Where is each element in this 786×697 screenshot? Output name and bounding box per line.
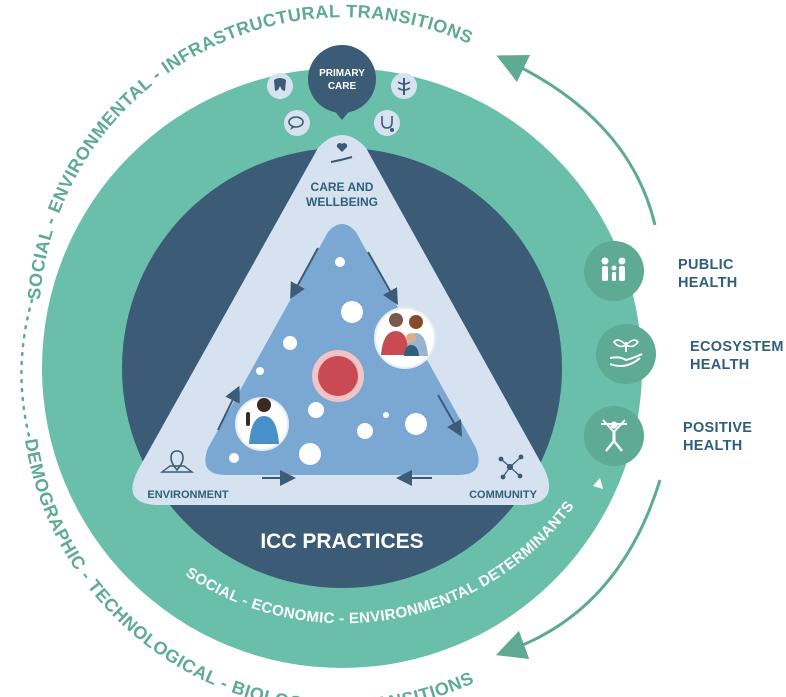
person-illustration xyxy=(235,397,289,451)
inner-arc-triangle xyxy=(593,478,603,489)
dotted-connector xyxy=(20,298,34,442)
chat-icon xyxy=(284,110,310,136)
arrow-bottom-right xyxy=(495,479,662,659)
care-wellbeing-line2: WELLBEING xyxy=(306,195,378,209)
icc-practices-title: ICC PRACTICES xyxy=(260,530,423,553)
primary-care-bubble: PRIMARY CARE xyxy=(308,45,376,120)
care-wellbeing-line1: CARE AND xyxy=(311,180,374,194)
primary-care-line2: CARE xyxy=(328,81,357,92)
environment-label: ENVIRONMENT xyxy=(147,489,229,501)
positive-health-line2: HEALTH xyxy=(683,438,743,454)
plant-hand-icon xyxy=(596,324,656,384)
vitruvian-icon xyxy=(584,406,644,466)
family-illustration xyxy=(374,307,436,369)
positive-health-label: POSITIVE HEALTH xyxy=(683,419,752,455)
edge-arrow-top-left xyxy=(290,247,319,300)
network-icon xyxy=(498,454,524,480)
primary-care-line1: PRIMARY xyxy=(319,68,365,79)
hand-heart-icon xyxy=(330,143,353,163)
ecosystem-health-label: ECOSYSTEM HEALTH xyxy=(690,338,784,374)
edge-arrow-left-lower xyxy=(217,385,240,431)
positive-health-line1: POSITIVE xyxy=(683,420,753,436)
public-health-line1: PUBLIC xyxy=(678,257,734,273)
edge-arrow-right-lower xyxy=(437,394,462,437)
tooth-icon xyxy=(267,73,293,99)
family-icon xyxy=(584,241,644,301)
public-health-line2: HEALTH xyxy=(678,275,738,291)
caduceus-icon xyxy=(391,73,417,99)
stethoscope-icon xyxy=(374,110,400,136)
center-target-inner xyxy=(318,356,358,396)
ecosystem-health-line1: ECOSYSTEM xyxy=(690,339,784,355)
map-pin-icon xyxy=(159,450,195,473)
public-health-label: PUBLIC HEALTH xyxy=(678,256,738,292)
ecosystem-health-line2: HEALTH xyxy=(690,357,750,373)
community-label: COMMUNITY xyxy=(469,489,537,501)
arrow-top-right xyxy=(496,55,657,226)
edge-arrow-right-upper xyxy=(367,251,398,305)
